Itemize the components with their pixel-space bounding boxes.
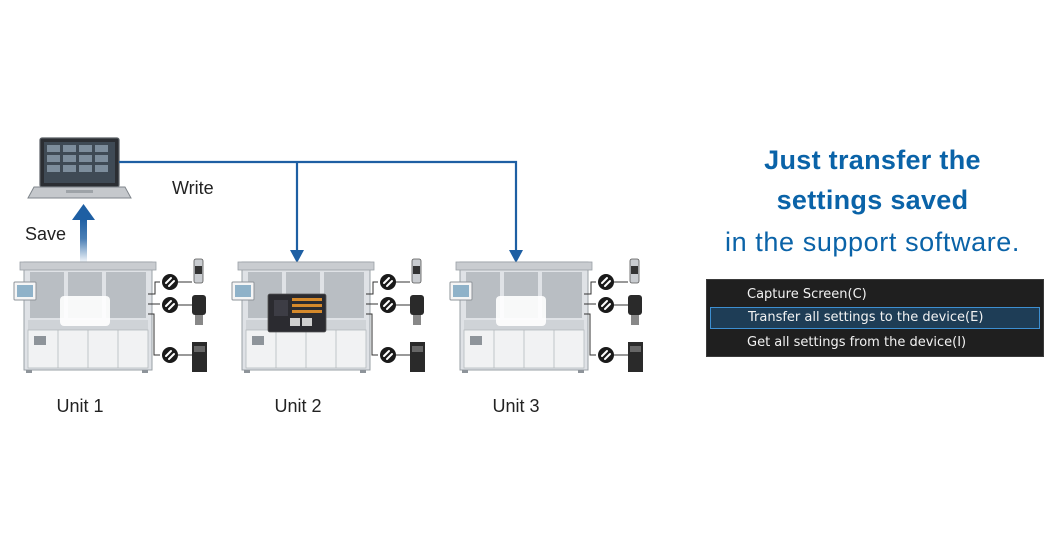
headline-line-3: in the support software. — [724, 227, 1021, 257]
menu-item-get-all-settings[interactable]: Get all settings from the device(I) — [747, 335, 967, 350]
write-arrowhead-unit3 — [509, 250, 523, 263]
unit-2-label: Unit 2 — [274, 396, 321, 416]
headline: Just transfer the settings saved in the … — [700, 140, 1045, 264]
write-connection — [119, 160, 518, 252]
unit-1-label: Unit 1 — [56, 396, 103, 416]
unit-1 — [13, 258, 207, 374]
context-menu: Capture Screen(C) Transfer all settings … — [706, 279, 1044, 357]
menu-item-capture-screen[interactable]: Capture Screen(C) — [747, 287, 867, 302]
write-arrowhead-unit2 — [290, 250, 304, 263]
menu-item-transfer-all-settings[interactable]: Transfer all settings to the device(E) — [710, 307, 1040, 329]
unit-3-label: Unit 3 — [492, 396, 539, 416]
unit-2 — [231, 258, 425, 374]
headline-line-2: settings saved — [776, 185, 969, 215]
save-arrow — [72, 204, 95, 264]
unit-3 — [449, 258, 643, 374]
save-label: Save — [25, 224, 66, 244]
laptop-pc — [27, 137, 132, 199]
headline-line-1: Just transfer the — [764, 145, 981, 175]
write-label: Write — [172, 178, 214, 198]
